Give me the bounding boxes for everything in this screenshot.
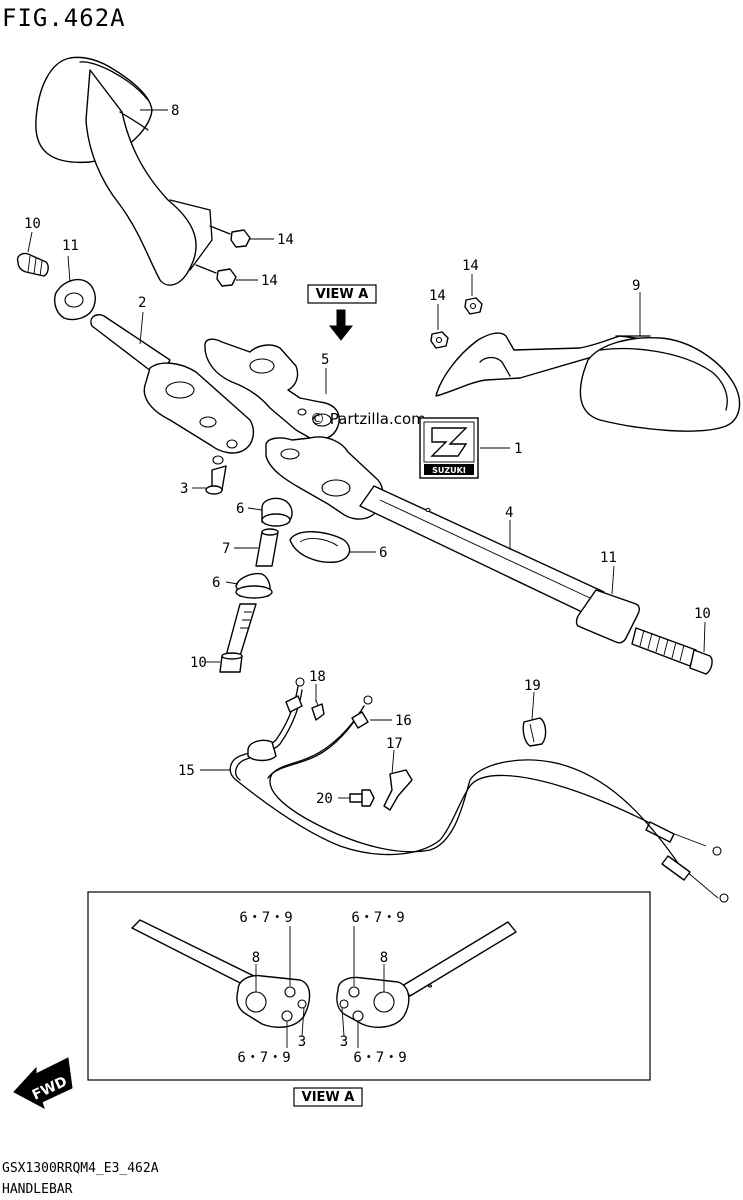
part-11-bar-end-weight-left[interactable]	[53, 278, 96, 321]
figure-name: HANDLEBAR	[2, 1182, 73, 1197]
svg-text:3: 3	[180, 481, 188, 497]
callout-13: 9	[632, 278, 641, 336]
callout-20: 20	[316, 791, 350, 807]
callout-14-lower-left: 14	[236, 273, 278, 289]
part-20-bolt[interactable]	[349, 789, 375, 807]
part-14-mirror-nut-lower[interactable]	[195, 264, 237, 287]
svg-text:6・7・9: 6・7・9	[353, 1050, 406, 1066]
part-4-right-handlebar[interactable]	[265, 436, 605, 613]
part-19-cable-clamp[interactable]	[522, 717, 547, 747]
callout-4: 4	[505, 505, 513, 550]
svg-text:11: 11	[62, 238, 79, 254]
watermark: © Partzilla.com	[310, 410, 426, 428]
svg-text:VIEW A: VIEW A	[316, 287, 369, 302]
callout-14-right-a: 14	[462, 258, 479, 296]
svg-text:11: 11	[600, 550, 617, 566]
svg-text:8: 8	[171, 103, 179, 119]
svg-text:8: 8	[252, 950, 260, 966]
svg-text:19: 19	[524, 678, 541, 694]
svg-text:14: 14	[261, 273, 278, 289]
svg-text:14: 14	[462, 258, 479, 274]
figure-title: FIG.462A	[2, 4, 126, 32]
callout-8: 6	[350, 545, 387, 561]
svg-text:6: 6	[379, 545, 387, 561]
part-15-throttle-cable[interactable]	[229, 677, 722, 856]
part-16-throttle-cable[interactable]	[267, 695, 729, 903]
callout-11-left: 11	[62, 238, 79, 283]
callout-12: 8	[140, 103, 179, 119]
part-6-collar-lower[interactable]	[235, 572, 273, 599]
callout-17: 17	[386, 736, 403, 775]
svg-text:10: 10	[694, 606, 711, 622]
callout-5: 5	[321, 352, 329, 394]
part-8-grommet[interactable]	[289, 531, 351, 563]
part-6-collar-upper[interactable]	[261, 497, 293, 527]
svg-text:6・7・9: 6・7・9	[237, 1050, 290, 1066]
part-10-bar-end-bolt-left[interactable]	[16, 252, 49, 277]
view-a-inset: 6・7・9 6・7・9 8 8 3 3 6・7・9 6・7・9 VIEW A	[87, 891, 651, 1107]
svg-text:10: 10	[24, 216, 41, 232]
callout-6-lower: 6	[212, 575, 239, 591]
part-14-mirror-nut-upper[interactable]	[209, 225, 251, 248]
svg-text:15: 15	[178, 763, 195, 779]
part-9-bolt[interactable]	[219, 603, 257, 673]
fwd-arrow-icon: FWD	[13, 1057, 73, 1110]
callout-14-upper-left: 14	[250, 232, 294, 248]
callout-15: 15	[178, 763, 230, 779]
svg-text:17: 17	[386, 736, 403, 752]
callout-18: 18	[309, 669, 326, 702]
svg-text:8: 8	[380, 950, 388, 966]
svg-text:4: 4	[505, 505, 513, 521]
part-14-right-nut-a[interactable]	[464, 297, 483, 315]
svg-text:6・7・9: 6・7・9	[351, 910, 404, 926]
svg-text:6: 6	[236, 501, 244, 517]
svg-text:VIEW A: VIEW A	[302, 1090, 355, 1105]
svg-text:5: 5	[321, 352, 329, 368]
svg-text:1: 1	[514, 441, 522, 457]
svg-text:3: 3	[340, 1034, 348, 1050]
callout-10-left: 10	[24, 216, 41, 253]
callout-19: 19	[524, 678, 541, 721]
emblem-label: SUZUKI	[432, 466, 466, 475]
callout-9: 10	[190, 655, 220, 671]
svg-text:20: 20	[316, 791, 333, 807]
svg-text:3: 3	[298, 1034, 306, 1050]
part-17-cable-bracket[interactable]	[383, 769, 413, 811]
part-10-bar-end-bolt-right[interactable]	[631, 627, 713, 675]
svg-text:7: 7	[222, 541, 230, 557]
part-3-bolt-left[interactable]	[205, 465, 227, 495]
svg-text:6: 6	[212, 575, 220, 591]
svg-text:10: 10	[190, 655, 207, 671]
part-14-right-nut-b[interactable]	[430, 331, 449, 349]
svg-text:14: 14	[429, 288, 446, 304]
svg-text:9: 9	[632, 278, 640, 294]
part-2-left-handlebar[interactable]	[90, 314, 255, 465]
svg-text:6・7・9: 6・7・9	[239, 910, 292, 926]
part-5-right-handlebar[interactable]	[204, 338, 340, 441]
callout-14-right-b: 14	[429, 288, 446, 330]
svg-text:16: 16	[395, 713, 412, 729]
part-13-right-mirror[interactable]	[435, 332, 741, 432]
part-11-bar-end-weight-right[interactable]	[575, 589, 641, 644]
part-7-spacer[interactable]	[255, 528, 279, 567]
part-18-screw[interactable]	[311, 699, 325, 721]
callout-7: 7	[222, 541, 258, 557]
callout-3: 3	[180, 481, 206, 497]
callout-16: 16	[370, 713, 412, 729]
view-a-marker: VIEW A	[307, 284, 377, 341]
svg-text:2: 2	[138, 295, 146, 311]
figure-code: GSX1300RRQM4_E3_462A	[2, 1161, 159, 1176]
callout-1: 1	[480, 441, 522, 457]
callout-2: 2	[138, 295, 146, 345]
callout-10-right: 10	[694, 606, 711, 653]
callout-11-right: 11	[600, 550, 617, 595]
svg-text:18: 18	[309, 669, 326, 685]
callout-6-upper: 6	[236, 501, 263, 517]
part-12-left-mirror[interactable]	[35, 56, 213, 286]
part-1-suzuki-emblem[interactable]: SUZUKI	[419, 417, 479, 479]
svg-text:14: 14	[277, 232, 294, 248]
